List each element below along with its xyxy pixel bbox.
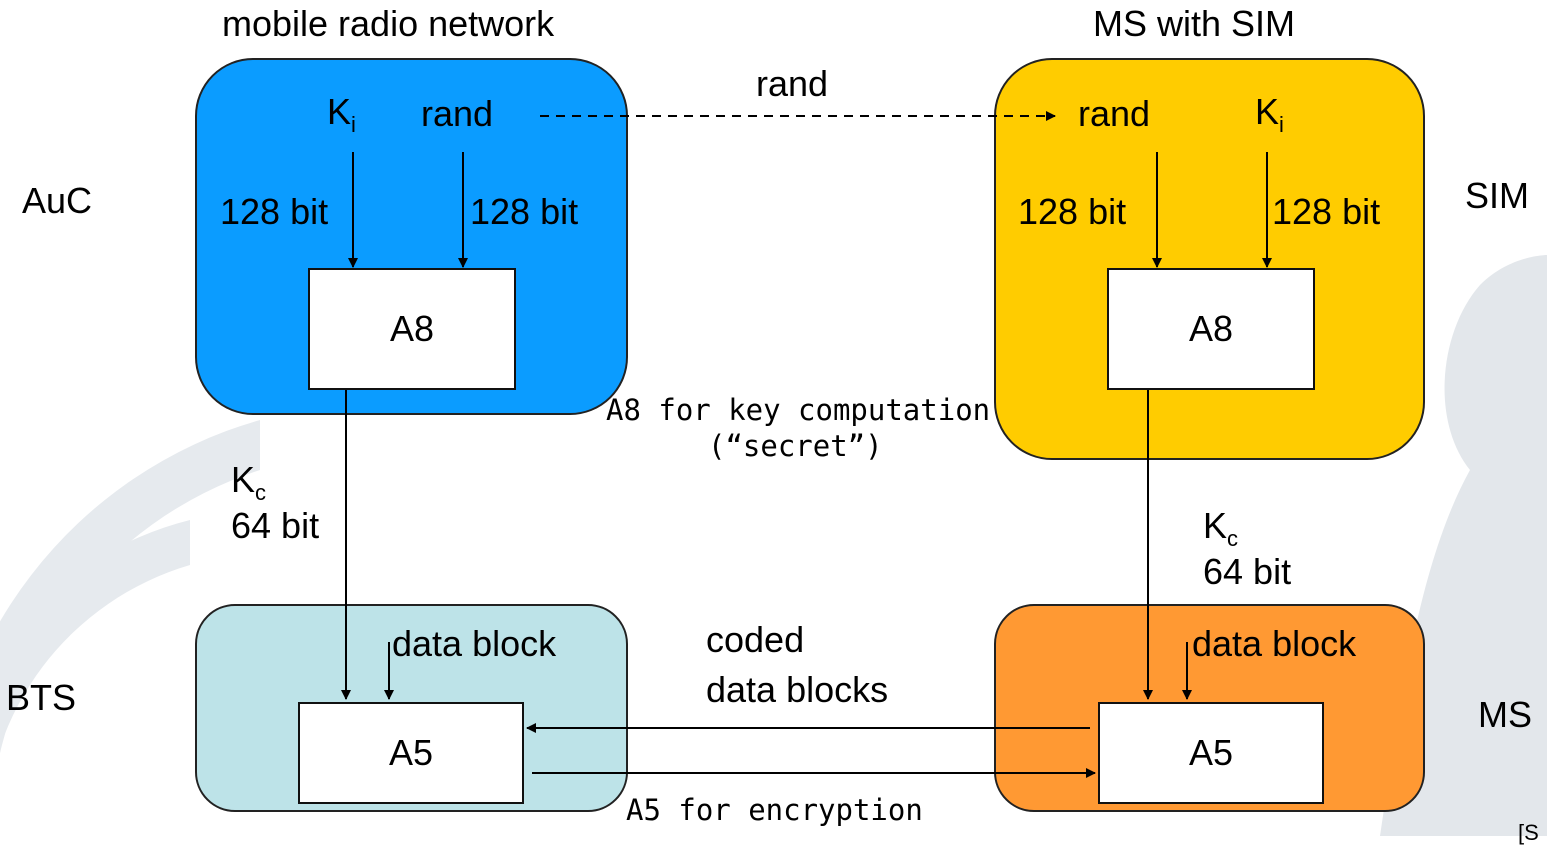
sim-ki-label: Ki — [1255, 91, 1284, 138]
network-a8-box: A8 — [308, 268, 516, 390]
auc-label: AuC — [22, 180, 93, 221]
right-kc-label: Kc — [1203, 505, 1239, 552]
network-bits-left: 128 bit — [220, 191, 329, 232]
ms-data-block-label: data block — [1192, 623, 1357, 664]
coded-label: coded — [706, 619, 805, 660]
sim-a8-box: A8 — [1107, 268, 1315, 390]
corner-fragment: [S — [1518, 820, 1539, 845]
bts-a5-box: A5 — [298, 702, 524, 804]
network-a8-label: A8 — [389, 308, 435, 349]
a8-note-secret: (“secret”) — [708, 429, 883, 463]
coded-data-blocks-label: data blocks — [706, 669, 889, 710]
left-kc-bits: 64 bit — [231, 505, 320, 546]
ms-a5-label: A5 — [1188, 732, 1234, 773]
ms-sim-header: MS with SIM — [1093, 3, 1296, 44]
a8-note: A8 for key computation — [606, 393, 991, 427]
ms-label: MS — [1478, 694, 1532, 735]
bts-label: BTS — [6, 677, 77, 718]
sim-bits-left: 128 bit — [1018, 191, 1127, 232]
sim-rand-label: rand — [1078, 93, 1151, 134]
bts-data-block-label: data block — [392, 623, 557, 664]
rand-transfer-label: rand — [756, 63, 829, 104]
network-ki-label: Ki — [327, 91, 356, 138]
sim-box — [994, 58, 1425, 460]
network-rand-label: rand — [421, 93, 494, 134]
network-bits-right: 128 bit — [470, 191, 579, 232]
sim-a8-label: A8 — [1188, 308, 1234, 349]
left-kc-label: Kc — [231, 459, 267, 506]
a5-note: A5 for encryption — [626, 793, 923, 827]
bts-a5-label: A5 — [388, 732, 434, 773]
network-header: mobile radio network — [222, 3, 555, 44]
sim-bits-right: 128 bit — [1272, 191, 1381, 232]
ms-a5-box: A5 — [1098, 702, 1324, 804]
right-kc-bits: 64 bit — [1203, 551, 1292, 592]
sim-label: SIM — [1465, 175, 1530, 216]
